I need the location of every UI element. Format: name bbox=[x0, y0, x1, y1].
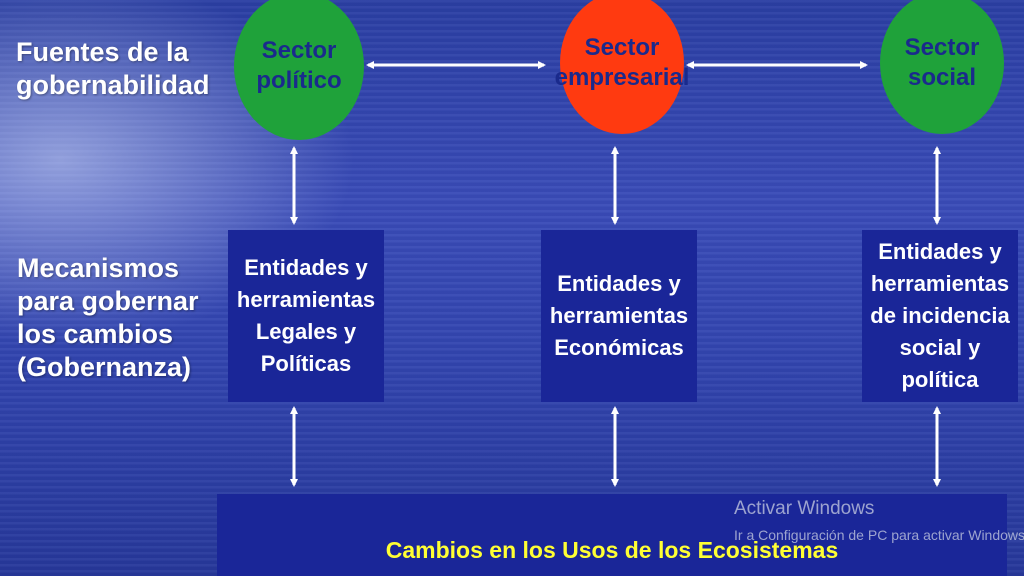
mecanismos-label: Mecanismos para gobernar los cambios (Go… bbox=[17, 253, 199, 382]
mechanism-economicas-box: Entidades y herramientas Económicas bbox=[541, 230, 697, 402]
watermark-title: Activar Windows bbox=[734, 498, 875, 519]
sector-social-circle: Sector social bbox=[880, 0, 1004, 134]
mechanism-social-box: Entidades y herramientas de incidencia s… bbox=[862, 230, 1018, 402]
bottom-bar bbox=[217, 494, 1007, 576]
fuentes-label: Fuentes de la gobernabilidad bbox=[16, 37, 210, 100]
sector-empresarial-circle: Sector empresarial bbox=[555, 0, 689, 134]
mechanism-legales-box: Entidades y herramientas Legales y Polít… bbox=[228, 230, 384, 402]
bottom-label: Cambios en los Usos de los Ecosistemas bbox=[385, 537, 839, 563]
watermark-subtitle: Ir a Configuración de PC para activar Wi… bbox=[734, 527, 1024, 543]
sector-politico-circle: Sector político bbox=[234, 0, 364, 140]
